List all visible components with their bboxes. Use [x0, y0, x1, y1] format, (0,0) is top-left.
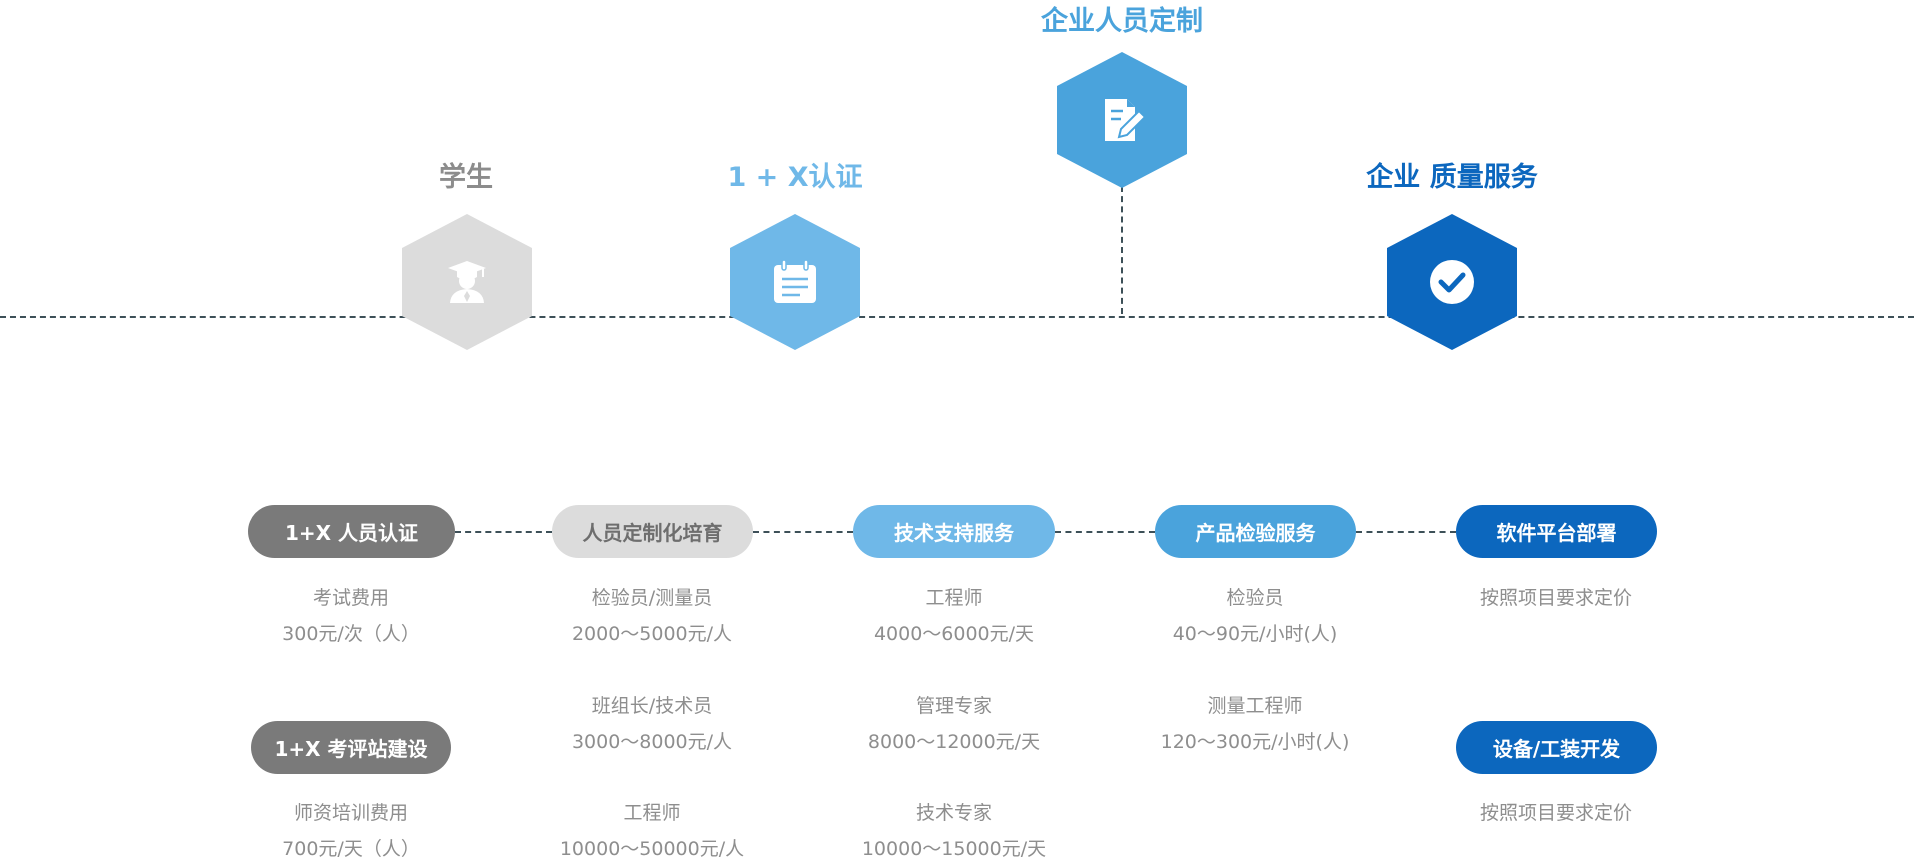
item-title: 按照项目要求定价	[1479, 802, 1632, 824]
pill-technical-support[interactable]: 技术支持服务	[853, 505, 1055, 558]
item-price: 2000～5000元/人	[571, 623, 733, 645]
item-title: 工程师	[925, 587, 983, 609]
item-title: 技术专家	[915, 802, 992, 824]
stage-label-quality-service: 企业 质量服务	[1366, 162, 1538, 193]
item-price: 8000～12000元/天	[867, 731, 1041, 753]
item-title: 检验员/测量员	[591, 587, 713, 609]
pill-connector	[455, 531, 552, 533]
timeline-line	[0, 316, 1914, 318]
pill-software-deployment[interactable]: 软件平台部署	[1456, 505, 1657, 558]
pill-1x-certification[interactable]: 1+X 人员认证	[248, 505, 455, 558]
pill-1x-station-construction[interactable]: 1+X 考评站建设	[251, 721, 451, 774]
item-title: 考试费用	[312, 587, 389, 609]
pill-connector	[753, 531, 853, 533]
calendar-icon	[774, 259, 816, 303]
stage-quality-service	[1387, 214, 1517, 350]
document-edit-icon	[1105, 99, 1147, 141]
item-price: 300元/次（人）	[282, 623, 420, 645]
pill-personnel-customization[interactable]: 人员定制化培育	[552, 505, 753, 558]
stage-label-student: 学生	[439, 162, 493, 193]
pill-connector	[1055, 531, 1155, 533]
item-title: 测量工程师	[1207, 695, 1303, 717]
item-price: 700元/天（人）	[282, 838, 420, 860]
item-title: 按照项目要求定价	[1479, 587, 1632, 609]
item-title: 管理专家	[915, 695, 992, 717]
item-title: 班组长/技术员	[591, 695, 713, 717]
stage-1x	[730, 214, 860, 350]
item-price: 4000～6000元/天	[873, 623, 1035, 645]
stage-enterprise-custom	[1057, 52, 1187, 188]
item-title: 检验员	[1226, 587, 1284, 609]
pill-product-inspection[interactable]: 产品检验服务	[1155, 505, 1356, 558]
pill-connector	[1356, 531, 1456, 533]
stage-label-enterprise-custom: 企业人员定制	[1041, 6, 1203, 37]
graduate-icon	[448, 261, 486, 303]
stage-student	[402, 214, 532, 350]
pill-equipment-development[interactable]: 设备/工装开发	[1456, 721, 1657, 774]
item-title: 工程师	[623, 802, 681, 824]
item-price: 10000～50000元/人	[559, 838, 745, 860]
check-circle-icon	[1430, 260, 1474, 304]
item-price: 10000～15000元/天	[861, 838, 1047, 860]
item-title: 师资培训费用	[293, 802, 408, 824]
item-price: 120～300元/小时(人)	[1160, 731, 1350, 753]
stage-label-1x: 1 + X认证	[727, 162, 863, 193]
item-price: 40～90元/小时(人)	[1172, 623, 1338, 645]
timeline-branch-line	[1121, 186, 1123, 314]
item-price: 3000～8000元/人	[571, 731, 733, 753]
